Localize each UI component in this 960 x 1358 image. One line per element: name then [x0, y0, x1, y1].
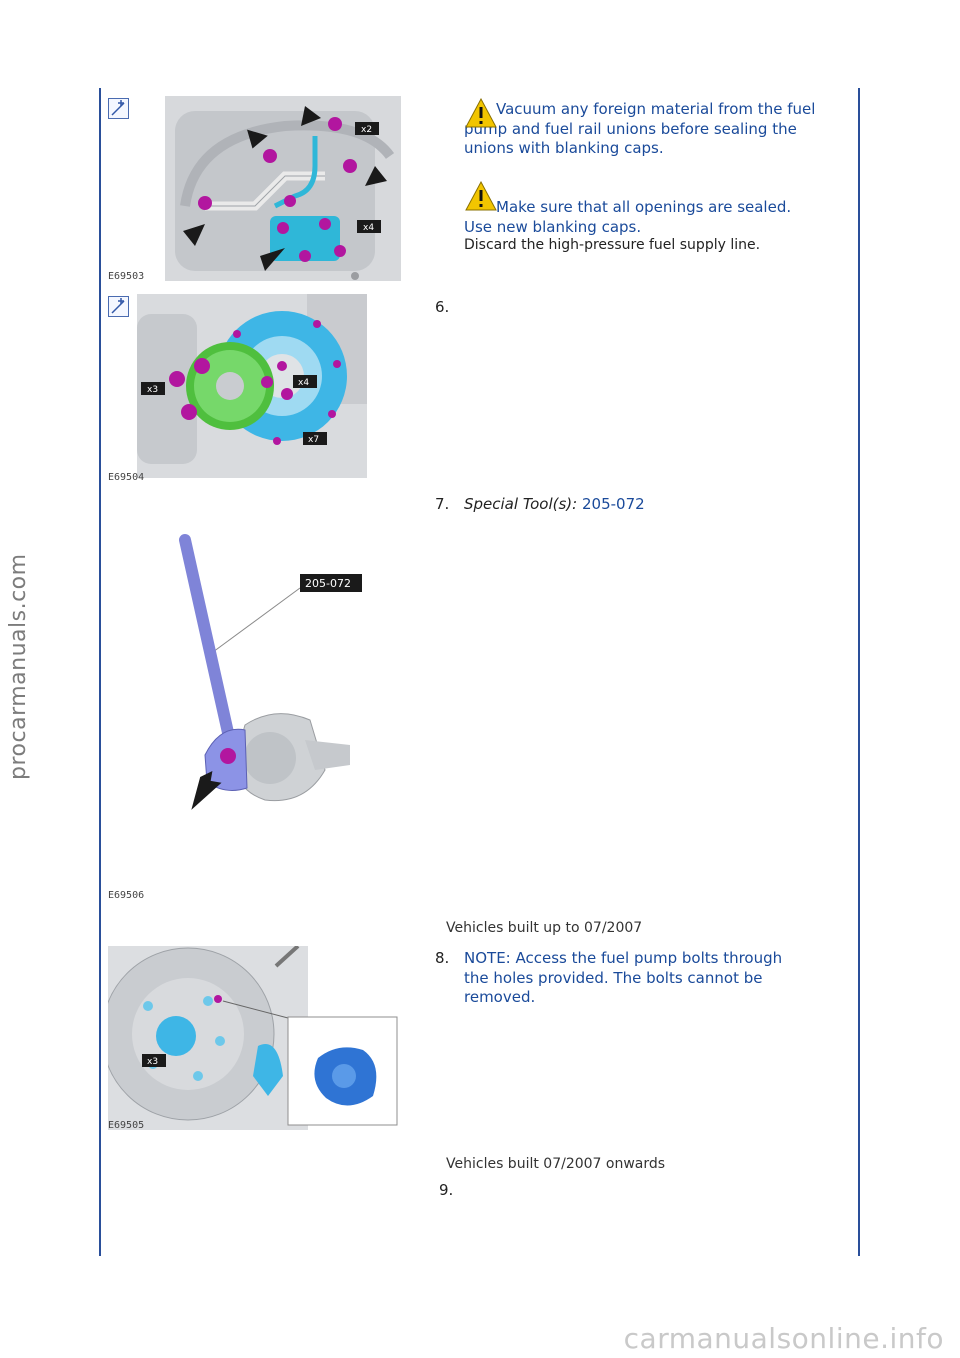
figure-pump-sprocket: x3 x4 x7: [137, 294, 367, 478]
discard-instruction: Discard the high-pressure fuel supply li…: [464, 237, 761, 253]
figure-code: E69505: [108, 1120, 145, 1131]
right-margin-rule: [858, 88, 860, 1256]
zoom-icon[interactable]: [108, 98, 129, 119]
callout-label: 205-072: [305, 577, 351, 590]
callout-label: x3: [147, 1057, 158, 1067]
warning-icon: [465, 98, 497, 128]
callout-label: x7: [308, 435, 319, 445]
condition-heading: Vehicles built up to 07/2007: [446, 920, 643, 936]
side-watermark: procarmanuals.com: [6, 553, 31, 780]
figure-code: E69504: [108, 472, 145, 483]
special-tool-link[interactable]: 205-072: [582, 495, 645, 513]
callout-label: x4: [298, 378, 309, 388]
left-margin-rule: [99, 88, 101, 1256]
warning-vacuum: Vacuum any foreign material from the fue…: [464, 100, 834, 159]
warning-icon: [465, 181, 497, 211]
condition-heading: Vehicles built 07/2007 onwards: [446, 1156, 666, 1172]
figure-special-tool: 205-072: [165, 530, 370, 830]
figure-code: E69503: [108, 271, 145, 282]
warning-text: Make sure that all openings are sealed.: [496, 198, 792, 216]
special-tool-label: Special Tool(s):: [464, 495, 578, 513]
step-number: 8.: [435, 949, 450, 967]
warning-text: Vacuum any foreign material from the fue…: [464, 100, 816, 157]
figure-fuel-pump-unions: x2 x4: [165, 96, 401, 281]
step-8-note: NOTE: Access the fuel pump bolts through…: [464, 949, 824, 1008]
special-tool-line: Special Tool(s): 205-072: [464, 495, 645, 515]
note-line: the holes provided. The bolts cannot be: [464, 968, 763, 987]
callout-label: x4: [363, 223, 374, 233]
callout-label: x2: [361, 125, 372, 135]
step-number: 6.: [435, 298, 450, 316]
callout-label: x3: [147, 385, 158, 395]
step-number: 7.: [435, 495, 450, 513]
note-line: NOTE: Access the fuel pump bolts through: [464, 949, 783, 967]
bottom-watermark: carmanualsonline.info: [623, 1322, 944, 1355]
note-line: removed.: [464, 988, 536, 1006]
figure-code: E69506: [108, 890, 145, 901]
figure-flywheel-access: x3: [108, 946, 400, 1130]
warning-sealed: Make sure that all openings are sealed. …: [464, 198, 834, 237]
zoom-icon[interactable]: [108, 296, 129, 317]
warning-text: Use new blanking caps.: [464, 217, 642, 236]
step-number: 9.: [439, 1181, 454, 1199]
